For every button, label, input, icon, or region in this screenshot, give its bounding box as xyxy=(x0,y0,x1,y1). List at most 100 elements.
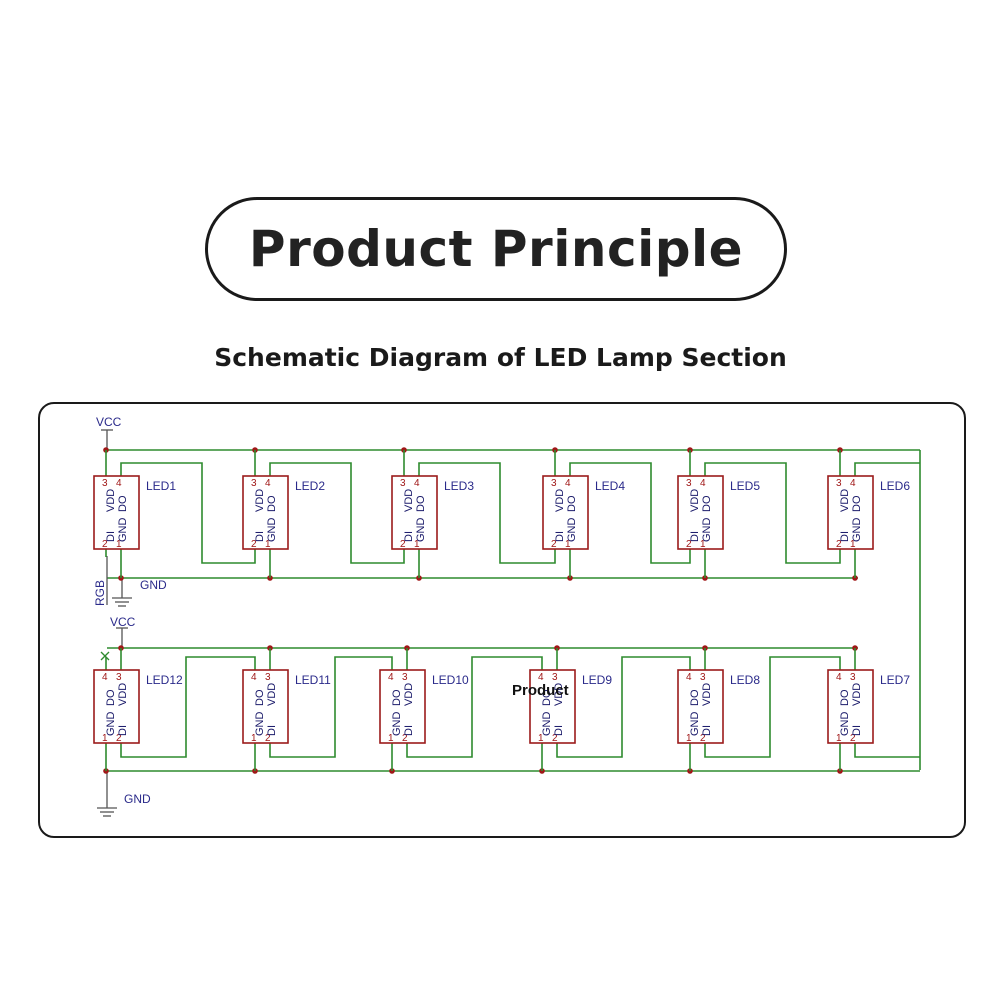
pin-label: GND xyxy=(391,712,403,737)
led-label: LED4 xyxy=(595,479,625,493)
bottom-row-wires xyxy=(97,627,920,817)
pin-label: VDD xyxy=(554,489,566,512)
bottom-vcc-label: VCC xyxy=(110,615,136,629)
led-label: LED5 xyxy=(730,479,760,493)
pin-label: DI xyxy=(689,531,701,542)
pin-number: 2 xyxy=(700,733,706,744)
pin-number: 2 xyxy=(836,539,842,550)
led-body xyxy=(542,475,589,550)
pin-number: 1 xyxy=(388,733,394,744)
pin-number: 3 xyxy=(552,672,558,683)
pin-label: VDD xyxy=(839,489,851,512)
led-body xyxy=(677,669,724,744)
pin-label: DO xyxy=(701,495,713,512)
pin-number: 4 xyxy=(565,478,571,489)
led-label: LED12 xyxy=(146,673,183,687)
led-body xyxy=(93,475,140,550)
pin-label: VDD xyxy=(403,683,415,706)
pin-label: VDD xyxy=(254,489,266,512)
pin-label: GND xyxy=(266,518,278,543)
pin-number: 2 xyxy=(551,539,557,550)
pin-label: VDD xyxy=(689,489,701,512)
led-body xyxy=(379,669,426,744)
pin-label: DO xyxy=(851,495,863,512)
pin-label: GND xyxy=(701,518,713,543)
page-title: Product Principle xyxy=(248,220,744,278)
led-label: LED3 xyxy=(444,479,474,493)
led-label: LED10 xyxy=(432,673,469,687)
led-label: LED9 xyxy=(582,673,612,687)
pin-label: VDD xyxy=(701,683,713,706)
pin-label: DI xyxy=(254,531,266,542)
pin-label: GND xyxy=(415,518,427,543)
pin-number: 1 xyxy=(686,733,692,744)
pin-label: DO xyxy=(541,689,553,706)
pin-label: DO xyxy=(266,495,278,512)
pin-number: 3 xyxy=(700,672,706,683)
pin-label: DI xyxy=(851,725,863,736)
pin-number: 4 xyxy=(388,672,394,683)
rgb-label: RGB xyxy=(93,580,107,606)
pin-number: 4 xyxy=(850,478,856,489)
diagram-subtitle: Schematic Diagram of LED Lamp Section xyxy=(214,343,787,372)
pin-label: VDD xyxy=(266,683,278,706)
pin-label: DO xyxy=(415,495,427,512)
led-label: LED7 xyxy=(880,673,910,687)
led-body xyxy=(93,669,140,744)
pin-number: 4 xyxy=(102,672,108,683)
pin-number: 1 xyxy=(836,733,842,744)
pin-label: VDD xyxy=(553,683,565,706)
pin-number: 4 xyxy=(116,478,122,489)
pin-number: 2 xyxy=(686,539,692,550)
bottom-gnd-label: GND xyxy=(124,792,151,806)
pin-number: 2 xyxy=(251,539,257,550)
led-label: LED8 xyxy=(730,673,760,687)
pin-label: GND xyxy=(105,712,117,737)
pin-number: 2 xyxy=(265,733,271,744)
schematic-frame xyxy=(38,402,966,838)
pin-number: 3 xyxy=(400,478,406,489)
pin-number: 1 xyxy=(265,539,271,550)
pin-number: 3 xyxy=(836,478,842,489)
title-pill: Product Principle xyxy=(205,197,787,301)
pin-number: 4 xyxy=(686,672,692,683)
pin-label: DI xyxy=(403,531,415,542)
led-body xyxy=(827,669,874,744)
pin-number: 1 xyxy=(251,733,257,744)
pin-label: DO xyxy=(689,689,701,706)
pin-label: GND xyxy=(254,712,266,737)
top-row-wires xyxy=(101,429,921,770)
pin-number: 2 xyxy=(102,539,108,550)
led-body xyxy=(391,475,438,550)
pin-label: DI xyxy=(839,531,851,542)
pin-label: DI xyxy=(553,725,565,736)
pin-label: GND xyxy=(541,712,553,737)
pin-label: DI xyxy=(701,725,713,736)
pin-number: 4 xyxy=(265,478,271,489)
pin-number: 2 xyxy=(116,733,122,744)
pin-number: 2 xyxy=(400,539,406,550)
pin-number: 1 xyxy=(414,539,420,550)
pin-number: 3 xyxy=(102,478,108,489)
pin-label: GND xyxy=(689,712,701,737)
pin-label: DI xyxy=(554,531,566,542)
top-gnd-label: GND xyxy=(140,578,167,592)
pin-label: GND xyxy=(566,518,578,543)
pin-number: 2 xyxy=(850,733,856,744)
pin-number: 1 xyxy=(102,733,108,744)
top-vcc-label: VCC xyxy=(96,415,122,429)
pin-label: GND xyxy=(851,518,863,543)
pin-label: VDD xyxy=(105,489,117,512)
